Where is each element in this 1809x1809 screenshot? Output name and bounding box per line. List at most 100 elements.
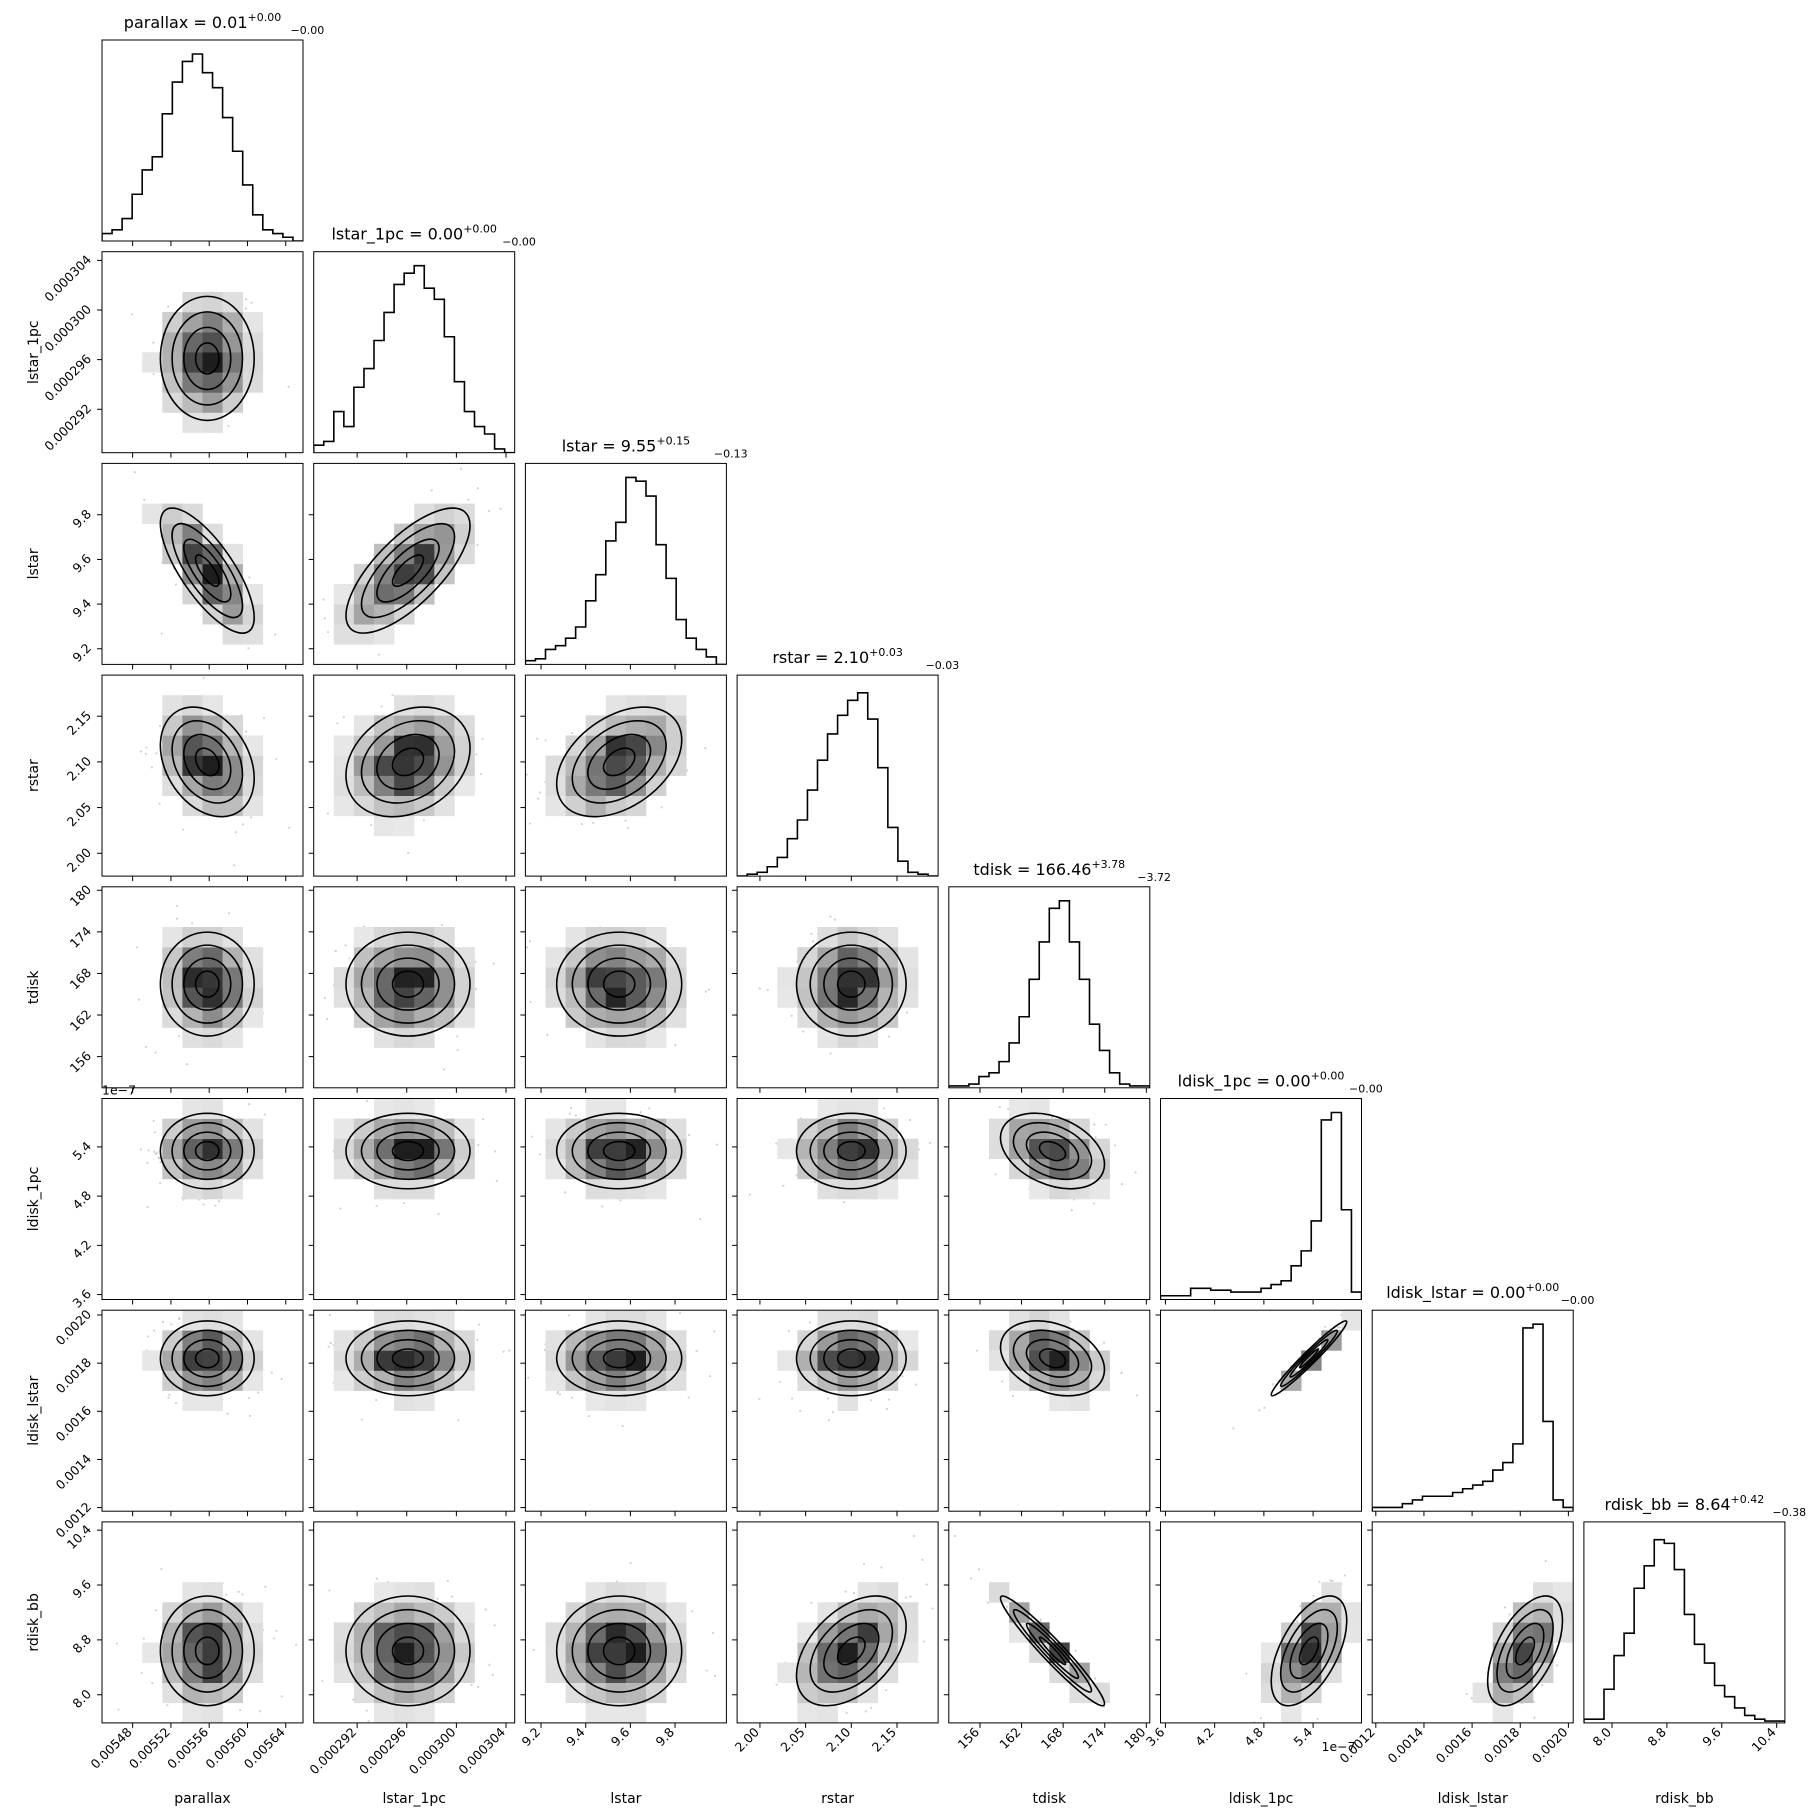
contours: [345, 507, 471, 634]
density-cell: [797, 1138, 818, 1160]
contour-line: [183, 326, 232, 391]
scatter-point: [558, 1393, 562, 1396]
contour-line: [555, 706, 683, 818]
scatter-point: [864, 1710, 867, 1713]
density-cell: [242, 624, 264, 645]
x-tick-label: 0.00560: [202, 1724, 249, 1771]
scatter-point: [1465, 1693, 1468, 1696]
density-cell: [242, 1622, 264, 1643]
x-tick-label: 0.00548: [88, 1724, 135, 1771]
panel-title-rdisk_bb: rdisk_bb = 8.64+0.42: [1605, 1493, 1765, 1515]
scatter-point: [732, 727, 734, 729]
scatter-point: [829, 1306, 831, 1308]
density-cell: [625, 947, 647, 968]
scatter-point: [477, 1143, 480, 1147]
contour-line: [571, 719, 667, 804]
y-tick-label: 5.4: [69, 1138, 94, 1163]
density-cell: [666, 1330, 687, 1351]
density-cell: [817, 1330, 838, 1351]
scatter-point: [130, 313, 133, 316]
offset-text-y: 1e−7: [102, 1083, 136, 1098]
density-cell: [202, 1027, 223, 1048]
scatter-point: [1470, 1697, 1473, 1700]
x-axis-label-lstar_1pc: lstar_1pc: [382, 1791, 446, 1807]
density-cell: [454, 1007, 475, 1028]
panel-frame: [948, 1309, 1151, 1512]
density-cell: [797, 987, 818, 1008]
scatter-point: [674, 1043, 677, 1047]
density-cell: [1553, 1602, 1574, 1623]
density-cell: [897, 1622, 919, 1643]
panel-rdisk_bb-vs-rstar: [732, 1521, 939, 1728]
scatter-point: [708, 1375, 712, 1378]
density-cell: [182, 1582, 203, 1603]
contour-line: [360, 944, 456, 1024]
contour-line: [376, 1338, 440, 1378]
scatter-point: [427, 1734, 429, 1736]
scatter-point: [1011, 1394, 1015, 1398]
contour-line: [194, 1636, 220, 1666]
density-cell: [353, 1007, 375, 1028]
scatter-point: [748, 1193, 751, 1196]
contour-line: [555, 1595, 683, 1707]
density-cell: [202, 967, 223, 988]
scatter-point: [813, 1181, 817, 1184]
density-cell: [797, 1007, 818, 1028]
panel-title-lstar_1pc: lstar_1pc = 0.00+0.00: [331, 223, 497, 245]
density-cell: [877, 1138, 899, 1160]
scatter-point: [442, 1068, 445, 1071]
density-cell: [414, 1702, 435, 1723]
scatter-point: [147, 1149, 150, 1152]
density-cell: [222, 1118, 243, 1139]
contour-line: [836, 1140, 866, 1162]
contour-line: [159, 1595, 255, 1707]
contour-line: [360, 522, 456, 619]
density-cell: [222, 1178, 243, 1200]
scatter-point: [1271, 1383, 1275, 1386]
scatter-point: [862, 1562, 866, 1565]
scatter-point: [829, 915, 832, 918]
scatter-point: [336, 722, 339, 725]
density-cell: [182, 775, 203, 796]
scatter-point: [479, 772, 482, 776]
scatter-point: [922, 1640, 925, 1643]
scatter-point: [536, 737, 539, 740]
density-cell: [797, 1350, 818, 1371]
scatter-point: [375, 1204, 378, 1207]
density-cell: [897, 947, 919, 968]
density-cell: [1512, 1682, 1534, 1704]
density-cell: [837, 1370, 858, 1391]
scatter-point: [367, 1719, 370, 1723]
density-cell: [1029, 1098, 1050, 1119]
scatter-point: [158, 724, 162, 728]
scatter-point: [377, 653, 380, 656]
panel-frame: [313, 886, 516, 1089]
panel-frame: [948, 1098, 1151, 1300]
scatter-point: [158, 1157, 161, 1160]
contour-line: [1012, 1121, 1093, 1181]
scatter-point: [396, 1096, 398, 1098]
scatter-point: [474, 960, 477, 963]
contours: [999, 1595, 1106, 1707]
density-cell: [394, 947, 415, 968]
density-cell: [1069, 1330, 1090, 1351]
density-cell: [545, 755, 566, 776]
density-cell: [162, 1007, 183, 1028]
title-equals: =: [188, 13, 212, 32]
contour-line: [555, 1320, 683, 1397]
panels-layer: [97, 39, 1786, 1736]
scatter-point: [902, 1091, 904, 1093]
density-cell: [666, 947, 687, 968]
density-cell: [414, 1662, 435, 1683]
title-equals: =: [597, 436, 621, 455]
scatter-point: [713, 1674, 717, 1677]
contour-line: [391, 1636, 425, 1666]
scatter-point: [601, 1205, 604, 1208]
density-cell: [797, 1662, 818, 1683]
contour-line: [999, 1112, 1106, 1190]
panel-rstar-vs-lstar_1pc: [308, 674, 516, 882]
density-cell: [202, 392, 223, 413]
scatter-point: [380, 705, 383, 708]
density-cell: [565, 1007, 586, 1028]
scatter-point: [502, 1350, 505, 1353]
